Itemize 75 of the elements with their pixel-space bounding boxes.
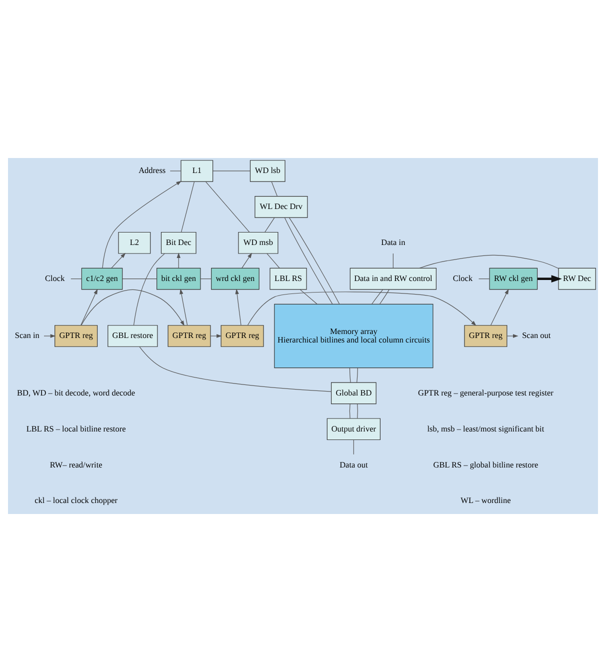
arrow [538, 275, 562, 283]
label: BD, WD – bit decode, word decode [17, 388, 136, 398]
connector [392, 253, 394, 268]
connector [271, 181, 278, 196]
label: lsb, msb – least/most significant bit [427, 424, 544, 434]
label: RW– read/write [50, 460, 102, 470]
arrow [102, 180, 182, 268]
arrow [490, 288, 509, 326]
arrow [210, 334, 222, 338]
arrow [80, 288, 98, 326]
node-box: c1/c2 gen [81, 268, 123, 290]
node-text: Scan in [14, 331, 40, 340]
node-box: WD msb [238, 232, 278, 254]
connector [419, 254, 559, 269]
arrow [506, 334, 518, 338]
node-box: Memory array Hierarchical bitlines and local column circuits [274, 304, 434, 368]
node-text: Clock [452, 274, 473, 284]
label: LBL RS – local bitline restore [26, 424, 126, 434]
arrow [235, 288, 242, 326]
connector [288, 217, 340, 304]
node-box: GPTR reg [168, 325, 211, 347]
connector [349, 404, 350, 419]
node-text: Data in [381, 238, 406, 248]
arrow [81, 289, 184, 326]
arrow [176, 252, 180, 268]
connector [349, 368, 351, 383]
label: GBL RS – global bitline restore [433, 460, 538, 470]
node-box: Bit Dec [160, 232, 196, 254]
connector [353, 439, 354, 455]
node-box: GPTR reg [220, 325, 264, 347]
node-box: bit ckl gen [156, 268, 201, 290]
label: GPTR reg – general-purpose test register [418, 388, 554, 398]
arrow [180, 288, 188, 326]
connector [264, 217, 275, 232]
node-text: Address [138, 166, 166, 176]
connector [357, 404, 358, 419]
connector [212, 170, 250, 172]
connector [70, 278, 82, 280]
node-box: LBL RS [270, 268, 307, 290]
connector [180, 181, 195, 232]
node-box: WL Dec Drv [254, 196, 308, 218]
connector [379, 289, 390, 304]
label: WL – wordline [460, 496, 511, 506]
node-box: wrd ckl gen [211, 268, 260, 290]
connector [200, 278, 212, 280]
node-box: GBL restore [108, 325, 158, 347]
connector [205, 181, 250, 232]
node-box: Output driver [326, 418, 380, 440]
connector [478, 278, 490, 280]
node-box: L2 [118, 232, 151, 254]
node-text: Scan out [522, 331, 551, 340]
node-box: Global BD [331, 382, 376, 404]
label: ckl – local clock chopper [34, 496, 118, 506]
node-box: L1 [180, 160, 214, 182]
node-box: Data in and RW control [350, 268, 436, 290]
arrow [44, 334, 56, 338]
connector [170, 170, 182, 172]
connector [139, 346, 332, 392]
arrow [111, 252, 126, 268]
node-box: GPTR reg [54, 325, 98, 347]
node-text: Clock [45, 274, 65, 284]
node-text: Data out [340, 460, 368, 470]
connector [372, 289, 384, 304]
node-box: WD lsb [250, 160, 286, 182]
arrow [242, 252, 252, 268]
node-box: RW Dec [558, 268, 596, 290]
connector [122, 278, 157, 280]
connector [356, 368, 358, 383]
node-box: RW ckl gen [489, 268, 538, 290]
connector [284, 217, 333, 304]
node-box: GPTR reg [464, 325, 508, 347]
connector [300, 289, 318, 304]
connector [133, 253, 165, 326]
arrow [247, 292, 476, 326]
connector [266, 253, 280, 268]
